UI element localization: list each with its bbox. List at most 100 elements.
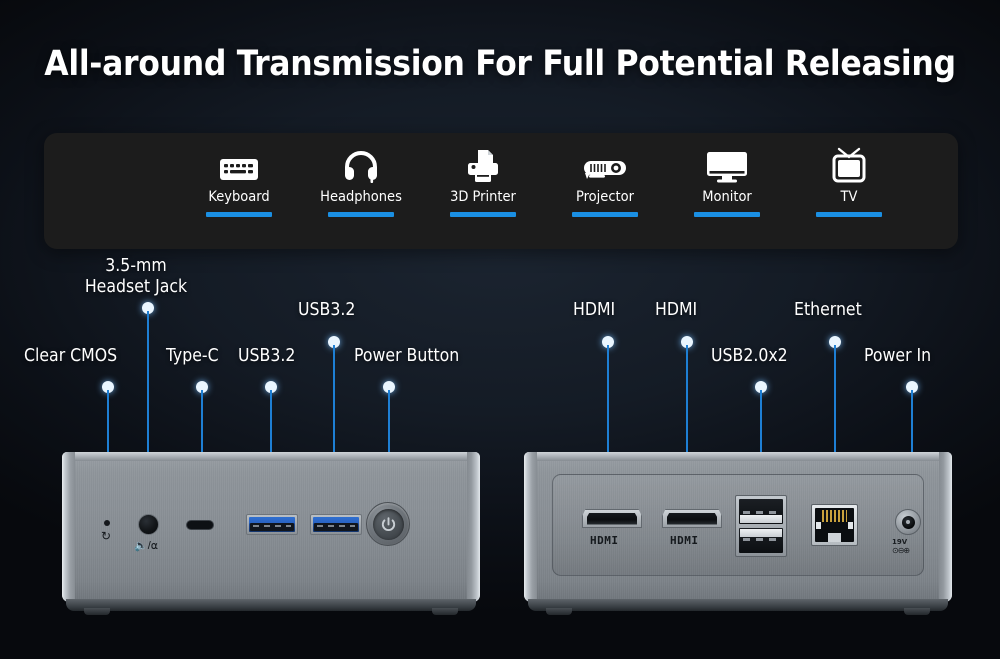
headset-jack-icon: 🔈/⍺ [134,540,159,552]
callout-headset-jack: 3.5-mm Headset Jack [76,256,196,297]
usb20-port-lower-tongue [740,529,782,537]
headset-jack-line1: 3.5-mm [105,256,167,276]
callout-dot-clear-cmos [102,381,114,393]
device-label: TV [840,189,858,205]
callout-dot-hdmi-2 [681,336,693,348]
power-in-voltage-marking: 19V [892,538,908,546]
usb32-port-2[interactable] [310,514,362,535]
mini-pc-rear-view: HDMI HDMI 19V ⊙⊖⊕ [524,452,952,615]
usb32-port-1[interactable] [246,514,298,535]
rear-chassis-top-lip [524,452,952,461]
clear-cmos-reset-icon: ↻ [101,529,112,543]
monitor-icon [706,141,748,183]
callout-ethernet: Ethernet [794,300,862,320]
projector-icon [583,141,627,183]
tv-icon [829,141,869,183]
device-label: Monitor [702,189,752,205]
device-underline [572,212,638,217]
compatible-devices-panel: Keyboard Headphones 3D Printer Projector [44,133,958,249]
front-chassis-face [62,452,480,602]
callout-usb32-a: USB3.2 [238,346,296,366]
ethernet-port[interactable] [811,504,858,546]
headset-jack-port[interactable] [138,514,159,535]
hdmi-port-1-marking: HDMI [590,534,619,547]
callout-usb20: USB2.0x2 [711,346,788,366]
usb20-port-lower[interactable] [739,528,783,553]
mini-pc-front-view: ↻ 🔈/⍺ [62,452,480,615]
hdmi-port-2-cavity [667,512,717,525]
power-in-jack-hole [901,515,915,529]
usb20-port-upper-pins [743,511,779,514]
hdmi-port-1[interactable] [582,509,642,528]
device-item-3d-printer[interactable]: 3D Printer [428,141,538,217]
usb20-port-upper-tongue [740,515,782,523]
callout-dot-power-button [383,381,395,393]
device-item-headphones[interactable]: Headphones [306,141,416,217]
rear-chassis-foot-left [546,608,572,615]
usb32-port-2-slot [313,517,359,532]
callout-type-c: Type-C [166,346,219,366]
callout-line-hdmi-1 [607,345,609,514]
usb32-port-1-tongue [250,523,294,531]
power-in-jack-pin [906,520,910,524]
usb20-port-stack[interactable] [735,495,787,557]
callout-power-button: Power Button [354,346,460,366]
device-item-tv[interactable]: TV [794,141,904,217]
ethernet-port-tab-left [816,522,821,529]
device-label: Keyboard [208,189,270,205]
type-c-port[interactable] [186,520,214,530]
callout-dot-headset-jack [142,302,154,314]
device-underline [328,212,394,217]
callout-usb32-b: USB3.2 [298,300,356,320]
rear-chassis-right-edge [939,452,952,602]
keyboard-icon [219,141,259,183]
device-item-monitor[interactable]: Monitor [672,141,782,217]
device-underline [450,212,516,217]
power-button-inner [372,508,404,540]
page-title: All-around Transmission For Full Potenti… [44,44,956,84]
callout-line-hdmi-2 [686,345,688,514]
device-label: Projector [576,189,634,205]
callout-line-usb32-b [333,345,335,514]
usb32-port-1-slot [249,517,295,532]
callout-dot-ethernet [829,336,841,348]
callout-line-headset-jack [147,311,149,514]
rear-chassis-left-edge [524,452,537,602]
callout-line-ethernet [834,345,836,510]
device-item-projector[interactable]: Projector [550,141,660,217]
device-underline [206,212,272,217]
device-label: 3D Printer [450,189,516,205]
clear-cmos-pinhole[interactable] [104,520,110,526]
device-icon-row: Keyboard Headphones 3D Printer Projector [184,141,904,241]
hdmi-port-2-marking: HDMI [670,534,699,547]
headphones-icon [344,141,378,183]
usb20-port-upper[interactable] [739,499,783,524]
rear-chassis-base [528,599,948,611]
front-chassis-base [66,599,476,611]
front-chassis-top-lip [62,452,480,461]
ethernet-port-pins [822,510,847,522]
callout-dot-hdmi-1 [602,336,614,348]
front-chassis-left-edge [62,452,75,602]
headset-jack-line2: Headset Jack [84,276,188,297]
power-button[interactable] [366,502,410,546]
front-chassis-right-edge [467,452,480,602]
power-icon [381,516,395,531]
callout-power-in: Power In [864,346,932,366]
device-label: Headphones [320,189,402,205]
callout-dot-usb32-b [328,336,340,348]
callout-hdmi-1: HDMI [573,300,616,320]
hdmi-port-2[interactable] [662,509,722,528]
front-chassis-foot-left [84,608,110,615]
ethernet-port-notch [828,533,841,542]
callout-dot-type-c [196,381,208,393]
rear-chassis-foot-right [904,608,930,615]
usb32-port-2-tongue [314,523,358,531]
ethernet-port-tab-right [848,522,853,529]
device-underline [816,212,882,217]
callout-dot-usb32-a [265,381,277,393]
front-chassis-foot-right [432,608,458,615]
device-item-keyboard[interactable]: Keyboard [184,141,294,217]
hdmi-port-1-cavity [587,512,637,525]
power-in-jack[interactable] [895,509,921,535]
